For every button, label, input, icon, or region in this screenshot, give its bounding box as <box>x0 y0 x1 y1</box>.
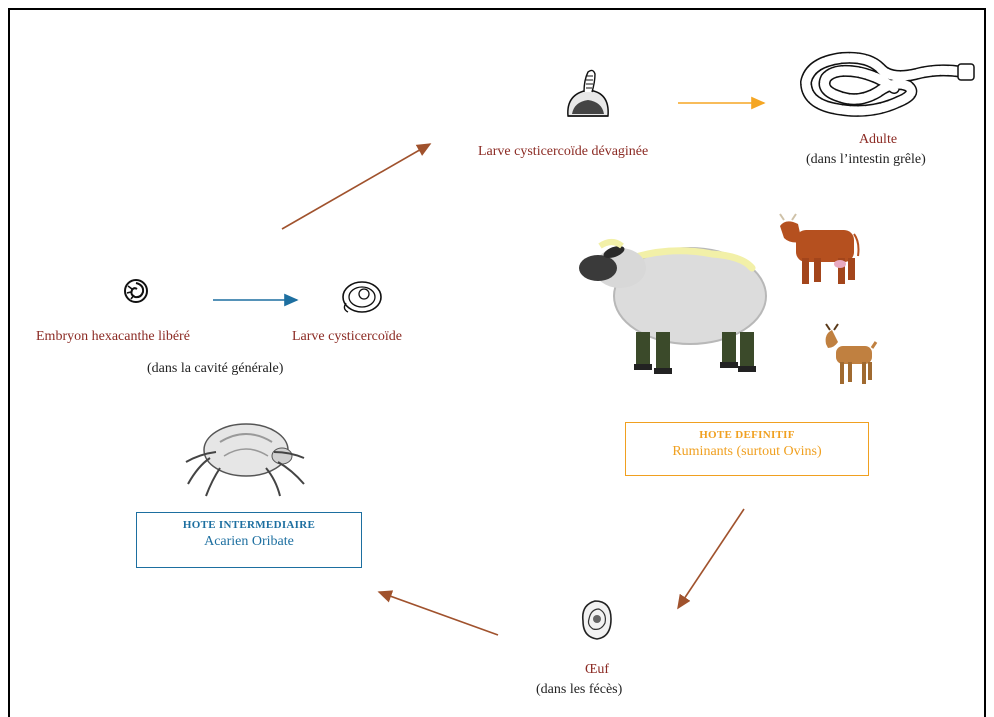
goat-icon <box>825 323 878 384</box>
general-cavity-label: (dans la cavité générale) <box>147 361 284 376</box>
hexacanth-embryo-icon <box>124 279 148 303</box>
definitive-host-box: HOTE DEFINITIF Ruminants (surtout Ovins) <box>625 422 869 476</box>
embryo-label: Embryon hexacanthe libéré <box>36 329 190 344</box>
egg-label: Œuf <box>584 662 610 677</box>
mite-icon <box>185 423 305 497</box>
intermediate-host-box: HOTE INTERMEDIAIRE Acarien Oribate <box>136 512 362 568</box>
sheep-icon <box>579 239 767 374</box>
evaginated-larva-icon <box>567 69 609 117</box>
arrow-host-to-egg <box>677 508 745 610</box>
diagram-frame <box>8 8 986 717</box>
adult-location-label: (dans l’intestin grêle) <box>806 152 926 167</box>
adult-tapeworm-icon <box>800 51 975 117</box>
egg-icon <box>581 600 612 640</box>
intermediate-host-subtitle: Acarien Oribate <box>204 534 294 549</box>
definitive-host-title: HOTE DEFINITIF <box>699 429 795 441</box>
cysticercoid-larva-icon <box>342 281 382 313</box>
cow-icon <box>779 213 860 284</box>
cysticercoid-larva-label: Larve cysticercoïde <box>292 329 402 344</box>
egg-location-label: (dans les fécès) <box>536 682 623 697</box>
adult-label: Adulte <box>858 132 898 147</box>
arrow-egg-to-mite <box>377 590 499 636</box>
definitive-host-subtitle: Ruminants (surtout Ovins) <box>672 444 822 459</box>
intermediate-host-title: HOTE INTERMEDIAIRE <box>182 519 316 531</box>
evaginated-larva-label: Larve cysticercoïde dévaginée <box>478 144 649 159</box>
arrow-larva-to-evaginated <box>281 143 432 230</box>
